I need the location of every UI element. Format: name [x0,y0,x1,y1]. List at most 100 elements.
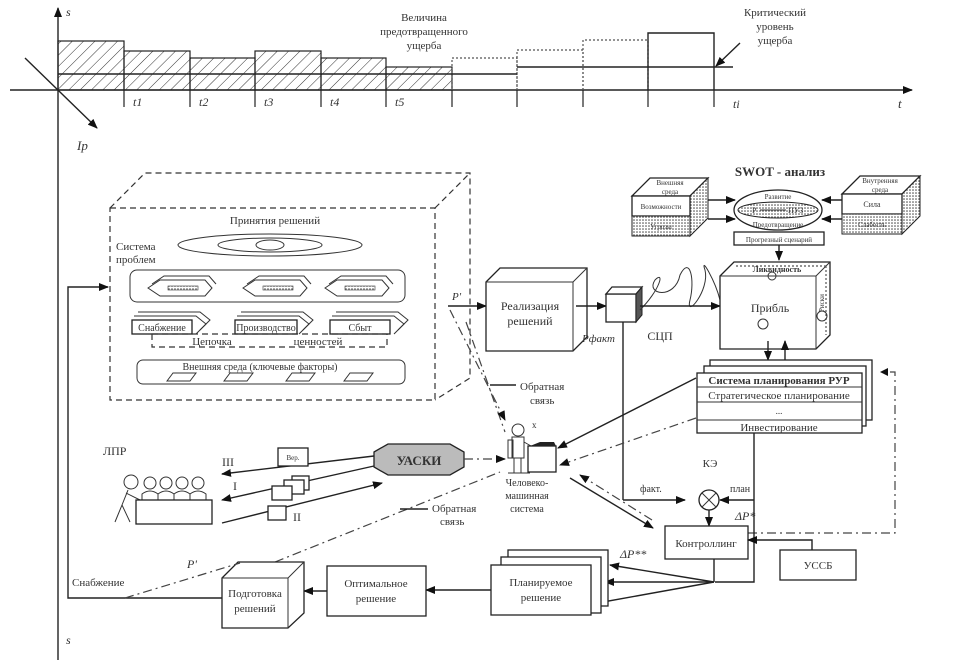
profit-cube: Ликвидность Прибль Pиски [719,261,831,350]
lpr-table [135,499,213,525]
tick-t2: t2 [199,95,208,109]
label-ii: II [293,510,301,524]
svg-text:Возможности: Возможности [641,203,682,211]
realization-cube: Реализация решений [485,267,588,352]
ussb-box [779,549,857,581]
p-prime-label: P' [451,291,462,303]
optimal-decision-box [326,565,427,617]
swot-puz: ПУЗ [788,206,803,215]
p-prime-2-label: P' [186,557,197,571]
p-prime-lower-line [124,562,241,599]
planned-label-1: Планируемое [509,577,572,589]
svg-text:Внешняя: Внешняя [656,179,684,187]
svg-text:ущерба: ущерба [407,40,442,52]
problem-system-label-2: проблем [116,254,156,266]
p-fact-label: Pфакт [581,333,615,345]
swot-r: Р [752,206,757,215]
svg-text:Внутренняя: Внутренняя [862,177,898,185]
svg-text:x: x [532,420,537,430]
feedback-2-label-1: Обратная [432,503,476,515]
tick-ti: ti [733,97,740,111]
delta-p2-label: ΔP** [619,547,646,561]
delta-p1-label: ΔP* [734,509,755,523]
svg-text:среда: среда [662,188,679,196]
feedback-1-label-2: связь [530,395,554,407]
bar-4 [254,50,322,91]
tick-t1: t1 [133,95,142,109]
feedback-1-label-1: Обратная [520,381,564,393]
uaski-label: УАСКИ [397,453,442,468]
chain-supply: Снабжение [138,323,186,334]
s-axis-label: s [66,5,71,19]
liquidity-label: Ликвидность [753,265,802,274]
svg-text:Критический: Критический [744,7,806,19]
planning-row-3: Инвестирование [740,422,817,434]
external-env-cube: Внешняя среда Возможности Угрозы [630,176,710,238]
label-i: I [233,479,237,493]
problem-system-cube: Принятия решений Система проблем Снабжен… [109,172,471,401]
scenario-label: Прогрезный сценарий [746,236,812,244]
planning-row-0: Система планирования РУР [708,375,849,387]
future-bars [451,32,715,90]
future-bar-3 [582,39,649,90]
feedback-2-label-2: связь [440,516,464,528]
planning-row-1: Стратегическое планирование [708,390,850,402]
workstation-icon [527,445,557,473]
realization-label-1: Реализация [501,299,560,313]
arrow-ii [221,481,383,524]
controlling-label: Контроллинг [675,538,737,550]
operator-head-icon [511,423,525,437]
swot-title: SWOT - анализ [735,164,825,179]
svg-text:предотвращенного: предотвращенного [380,26,468,38]
lpr-label: ЛПР [103,444,127,458]
plan-label: план [730,484,751,495]
document-ii-icon [267,505,287,521]
chain-label-left: Цепочка [192,336,232,348]
lpr-group: ЛПР [103,444,213,525]
prevented-damage-bars [57,40,453,91]
preparation-cube: Подготовка решений [221,561,305,629]
supply-label: Снабжение [72,577,125,589]
planning-system: Система планирования РУР Стратегическое … [696,359,873,434]
svg-text:уровень: уровень [756,21,793,33]
ip-axis-label: Ip [76,138,88,153]
supply-loop-line [67,283,222,599]
prep-label-1: Подготовка [228,588,282,600]
chain-sales: Сбыт [349,323,373,334]
decision-making-title: Принятия решений [230,215,320,227]
ver-label: Вер. [286,454,299,462]
internal-env-cube: Внутренняя среда Сила Слабость [840,174,922,236]
hms-label-1: Человеко- [506,478,549,489]
swot-development: Развитие [765,193,792,201]
external-env-row [136,359,406,385]
timeline-chart: s t Ip t1 t2 t3 t4 t5 ti Величина предот… [10,5,913,660]
fact-label: факт. [640,484,662,495]
problem-system-label-1: Система [116,241,156,253]
tick-t4: t4 [330,95,339,109]
swot-analysis: SWOT - анализ Внешняя среда Возможности … [630,164,922,261]
risks-label: Pиски [818,294,826,312]
realization-label-2: решений [507,314,553,328]
problem-row [129,269,406,303]
bar-6 [385,66,453,91]
hms-label-2: машинная [505,491,549,502]
documents-icon [271,485,293,501]
scp-label: СЦП [647,329,673,343]
ke-comparator: КЭ факт. план ΔP* [640,458,755,523]
external-env-label: Внешняя среда (ключевые факторы) [182,362,337,373]
env-factors [166,372,374,382]
ip-axis [24,57,98,129]
chain-label-right: ценностей [294,336,343,348]
ke-label: КЭ [703,458,718,470]
t-axis-label: t [898,96,902,111]
scp-device: СЦП [604,264,721,343]
chain-production: Производство [236,323,295,334]
bar-2 [123,50,191,91]
feedback-line-2 [274,471,501,563]
svg-text:ущерба: ущерба [758,35,793,47]
planning-to-hms-arrow [557,377,697,449]
ver-box [277,447,309,467]
human-machine-system: x Человеко- машинная система [505,420,557,515]
controlling-box [664,525,749,560]
critical-level-label: Критический уровень ущерба [744,7,806,47]
